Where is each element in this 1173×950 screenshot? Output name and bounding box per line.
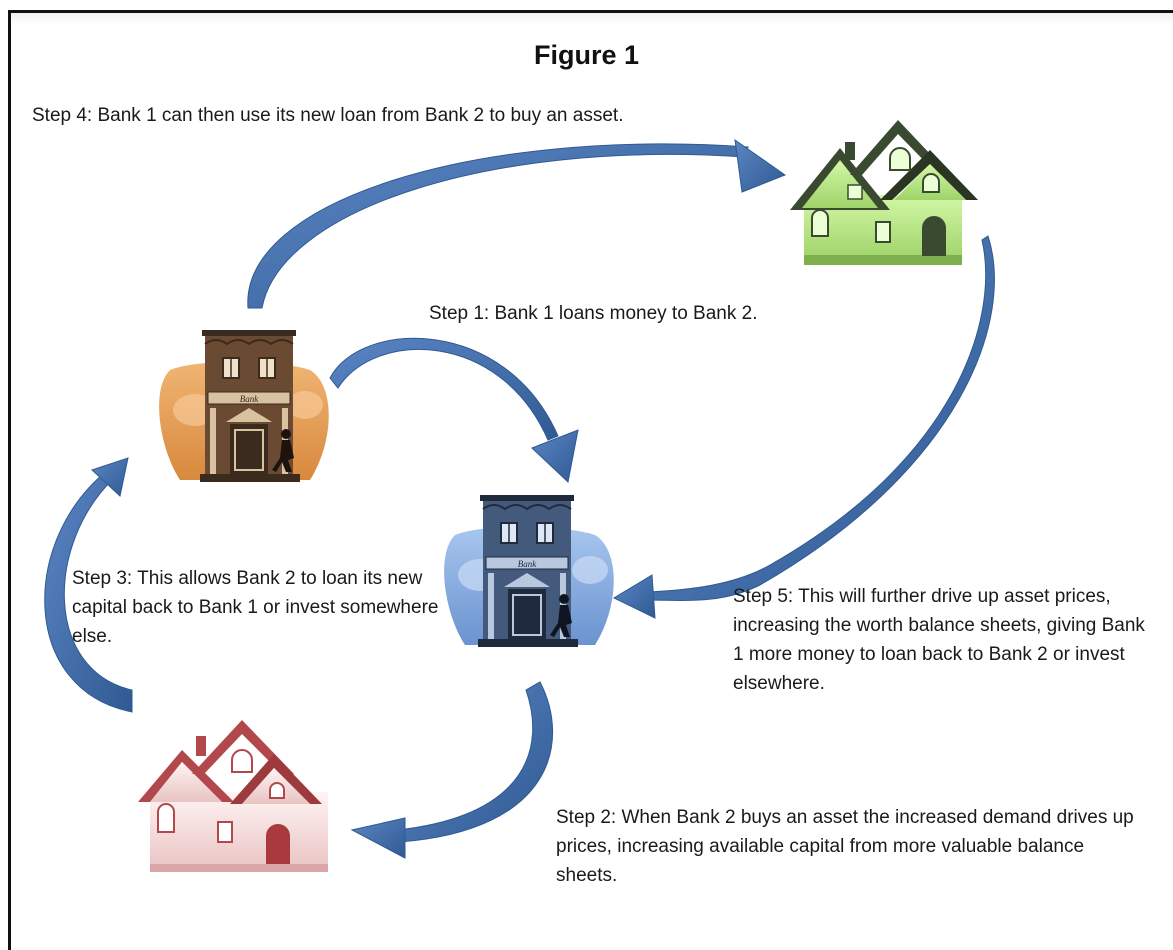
step-3-label: Step 3: This allows Bank 2 to loan its n… [72,568,439,647]
arrow-bank1-to-bank2 [329,337,579,483]
arrow-bank2-to-red-house [350,681,554,859]
step-1-label: Step 1: Bank 1 loans money to Bank 2. [429,303,758,324]
bank-1-sign: Bank [240,394,259,404]
bank-1-icon: Bank [159,330,329,482]
figure-title: Figure 1 [533,40,640,70]
step-5-label: Step 5: This will further drive up asset… [733,586,1145,694]
arrow-bank1-to-green-house [247,138,787,309]
green-house-icon [790,120,978,265]
red-house-icon [138,720,328,872]
arrow-red-house-to-bank1 [44,457,133,713]
bank-2-sign: Bank [518,559,537,569]
step-4-label: Step 4: Bank 1 can then use its new loan… [32,105,624,126]
arrow-green-house-to-bank2 [612,235,995,619]
step-2-label: Step 2: When Bank 2 buys an asset the in… [556,807,1134,886]
bank-2-icon: Bank [444,495,614,647]
